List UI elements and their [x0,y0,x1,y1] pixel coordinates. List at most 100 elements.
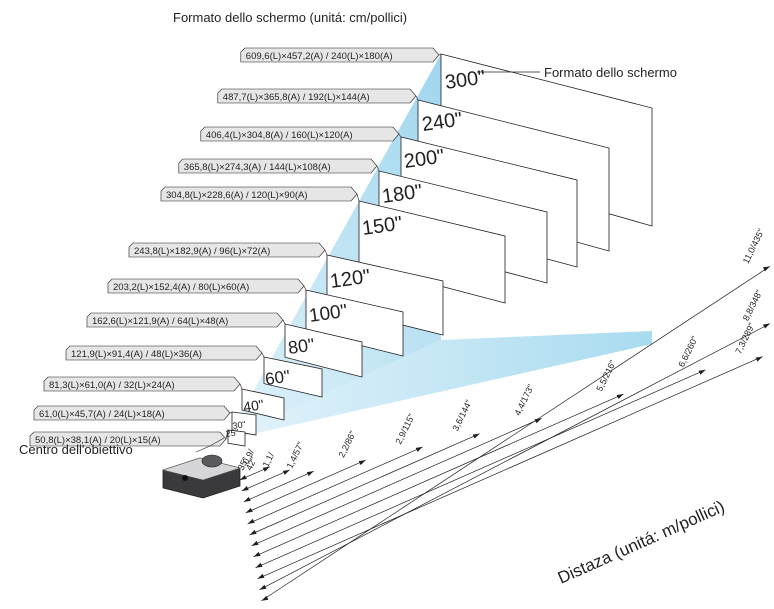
distance-arrow-start [251,540,259,546]
distance-value: 1,1/ [261,450,277,468]
size-tag [29,431,227,447]
screen-diagonal-label: 25" [225,427,239,439]
projector-button [182,475,188,481]
size-tag [128,242,326,258]
distance-arrow-end [763,266,770,272]
distance-value: 11,0/435" [741,227,766,265]
screen-size-value: 50,8(L)×38,1(A) / 20(L)×15(A) [35,435,161,446]
distance-arrow-start [241,485,249,491]
distance-axis-title: Distaza (unitá: m/pollici) [555,497,728,588]
screen-size-value: 243,8(L)×182,9(A) / 96(L)×72(A) [134,246,270,257]
distance-arrow-start [253,551,261,557]
screen-diagonal-label: 40" [242,396,265,415]
distance-arrow-end [472,433,480,439]
distance-arrow-start [247,518,255,524]
screen-size-value: 162,6(L)×121,9(A) / 64(L)×48(A) [92,316,228,327]
size-tag-leader [225,429,229,440]
distance-arrow-start [261,595,269,601]
distance-arrow-start [243,496,251,502]
distance-line [259,323,771,591]
screen-diagonal-label: 30" [232,419,246,431]
screen-7 [358,200,506,304]
distance-arrow-end [358,460,366,466]
distance-arrow-start [255,562,263,568]
size-tag [107,278,305,294]
distance-arrow-end [262,466,270,472]
screen-size-value: 487,7(L)×365,8(A) / 192(L)×144(A) [223,92,370,103]
distance-arrow-start [259,584,267,590]
projector-illustration [161,437,242,499]
chart-title: Formato dello schermo (unitá: cm/pollici… [173,10,407,25]
distance-arrow-start [239,474,247,480]
distance-arrow-start [257,573,265,579]
screen-size-value: 304,8(L)×228,6(A) / 120(L)×90(A) [166,190,308,201]
distance-value: 6,6/260" [676,334,700,368]
size-tag-leader [229,411,233,414]
size-tag-leader [356,193,360,202]
size-tag [65,345,263,361]
size-tag-leader [282,319,286,325]
size-tag-leader [239,383,243,390]
distance-arrow-end [755,356,763,362]
lens-leader-line [195,437,225,453]
distance-arrow-start [245,507,253,513]
screen-1 [231,411,257,436]
floor-beam [226,331,652,440]
distance-value: 3,6/144" [450,398,474,432]
size-tag [217,88,417,104]
distance-arrow-end [415,446,423,452]
screen-size-value: 406,4(L)×304,8(A) / 160(L)×120(A) [206,130,353,141]
distance-line [243,470,314,503]
distance-arrow-end [534,418,542,424]
screen-size-value: 365,8(L)×274,3(A) / 144(L)×108(A) [184,162,331,173]
size-tag [86,312,284,328]
distance-line [251,417,542,547]
distance-arrow-end [306,471,314,477]
projector-lens [201,454,223,468]
size-tag-leader [324,249,328,256]
distance-value: 2,9/115" [393,412,416,446]
distance-line [255,369,706,569]
distance-arrow-end [698,369,706,375]
screen-5 [305,289,404,357]
size-tag-leader [398,133,402,138]
distance-value: 7,3/289" [733,321,757,355]
screen-diagonal-label: 80" [287,334,316,357]
size-tag-leader [376,165,380,172]
screen-2 [241,388,285,421]
screen-size-value: 61,0(L)×45,7(A) / 24(L)×18(A) [39,409,165,420]
size-tag-leader [438,53,442,56]
size-tag [160,186,358,202]
distance-line [253,393,624,558]
distance-arrow-end [763,323,770,329]
lens-center-label: Centro dell'obiettivo [19,442,133,457]
size-tag [240,47,440,63]
screen-diagonal-label: 60" [264,367,291,389]
distance-line [247,446,423,525]
size-tag-leader [415,95,419,101]
distance-line [241,469,290,492]
distance-value: 1,4/57" [285,440,306,470]
distance-value: 4,4/173" [512,383,536,417]
distance-line [245,459,366,514]
distance-value: 8,8/348" [741,288,765,322]
screen-3 [263,356,323,398]
size-tag-leader [303,285,307,291]
screen-size-value: 609,6(L)×457,2(A) / 240(L)×180(A) [246,51,393,62]
distance-value: 5,5/216" [594,359,618,393]
distance-arrow-start [249,529,257,535]
distance-line [249,433,480,536]
size-tag [43,376,241,392]
screen-4 [284,323,363,378]
distance-arrow-end [282,469,290,475]
size-tag [200,126,400,142]
distance-arrow-end [616,394,624,400]
size-tag [178,158,378,174]
screen-6 [326,254,444,336]
size-tag-leader [261,352,265,358]
distance-line [261,266,771,602]
size-tag [33,405,231,421]
screen-size-value: 81,3(L)×61,0(A) / 32(L)×24(A) [49,380,175,391]
distance-line [257,356,763,580]
